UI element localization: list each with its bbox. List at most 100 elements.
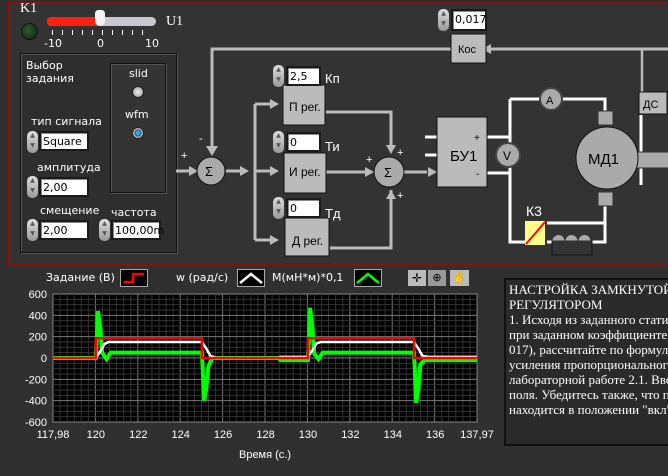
svg-text:A: A [546, 95, 554, 107]
svg-text:-: - [199, 133, 203, 145]
radio-slid[interactable] [132, 86, 144, 98]
svg-text:К3: К3 [526, 203, 542, 219]
legend-speed-label: w (рад/с) [176, 271, 229, 284]
signal-type-stepper[interactable]: ▲▼ [27, 131, 38, 153]
motor-shaft [635, 151, 668, 169]
amplitude-input[interactable]: 2,00 [39, 177, 89, 197]
zoom-tool-button[interactable]: ⊕ [428, 270, 446, 286]
p-regulator-block [282, 84, 326, 126]
u1-slider[interactable] [47, 10, 156, 26]
amplitude-label: амплитуда [37, 161, 101, 174]
svg-text:+: + [366, 154, 372, 166]
kos-stepper[interactable]: ▲▼ [438, 9, 449, 31]
svg-text:+: + [181, 150, 187, 162]
x-tick-label: 128 [256, 429, 274, 441]
svg-text:V: V [503, 149, 511, 163]
k1-led[interactable] [21, 23, 38, 40]
speed-sensor-block [638, 91, 668, 115]
offset-input[interactable]: 2,00 [39, 220, 89, 240]
radio-wfm[interactable] [132, 127, 144, 139]
kos-block [450, 33, 487, 64]
svg-text:Тд: Тд [325, 206, 341, 221]
u1-tick-min: -10 [44, 37, 62, 50]
task-title-1: Выбор [26, 59, 63, 72]
x-tick-label: 132 [341, 429, 359, 441]
x-tick-label: 117,98 [37, 429, 70, 441]
instruction-line: поля. Убедитесь также, что переключатель [509, 387, 668, 402]
x-tick-label: 136 [426, 429, 444, 441]
svg-text:Кос: Кос [458, 44, 477, 56]
td-input[interactable]: 0 [286, 198, 321, 218]
svg-text:П рег.: П рег. [289, 100, 321, 114]
pan-tool-button[interactable]: ✋ [450, 270, 469, 286]
ti-input[interactable]: 0 [286, 132, 321, 152]
i-regulator-block [283, 152, 327, 194]
svg-text:+: + [397, 190, 403, 202]
offset-label: смещение [40, 204, 100, 217]
legend-speed-swatch[interactable] [237, 269, 265, 287]
x-tick-label: 124 [172, 429, 190, 441]
instruction-line: усиления пропорционального регулятора в [509, 357, 668, 372]
svg-text:+: + [397, 147, 403, 159]
frequency-label: частота [111, 206, 157, 219]
sum-junction-1 [196, 156, 226, 186]
instruction-line: находится в положении "вкл". [509, 402, 668, 417]
kos-input[interactable]: 0,017 [451, 9, 487, 31]
ti-stepper[interactable]: ▲▼ [273, 131, 284, 153]
voltmeter [495, 142, 521, 168]
cursor-tool-button[interactable]: ✛ [408, 270, 426, 286]
task-title-2: задания [26, 72, 74, 85]
radio-wfm-label: wfm [125, 108, 149, 121]
u1-tick-zero: 0 [97, 37, 104, 50]
amplitude-stepper[interactable]: ▲▼ [27, 176, 38, 198]
instructions-box: НАСТРОЙКА ЗАМКНУТОЙ СИСТЕМЫ С П-РЕГУЛЯТО… [504, 278, 668, 446]
series-line-0 [53, 337, 477, 360]
td-stepper[interactable]: ▲▼ [273, 197, 284, 219]
frequency-stepper[interactable]: ▲▼ [99, 219, 110, 241]
u1-label: U1 [166, 14, 184, 29]
legend-torque-label: М(мН*м)*0,1 [272, 271, 344, 284]
x-axis-label: Время (с.) [239, 449, 291, 461]
legend-setpoint-label: Задание (В) [46, 271, 115, 284]
legend-torque-swatch[interactable] [354, 269, 382, 287]
instruction-line: РЕГУЛЯТОРОМ [509, 297, 603, 312]
motor-md1 [575, 126, 639, 190]
svg-text:И рег.: И рег. [289, 165, 321, 179]
instruction-line: НАСТРОЙКА ЗАМКНУТОЙ СИСТЕМЫ С П- [509, 282, 668, 297]
signal-type-label: тип сигнала [31, 115, 102, 128]
instruction-line: при заданном коэффициенте обратной связи… [509, 327, 668, 342]
control-diagram: Σ Σ + - + + + П рег. И рег. Д рег. БУ1 +… [176, 33, 668, 257]
ammeter [539, 87, 563, 111]
x-tick-label: 130 [299, 429, 317, 441]
instruction-line: лабораторной работе 2.1. Введите его в п… [509, 372, 668, 387]
x-tick-label: 126 [214, 429, 232, 441]
svg-text:Д рег.: Д рег. [292, 234, 323, 248]
legend-setpoint-swatch[interactable] [120, 269, 148, 287]
kp-input[interactable]: 2,5 [286, 66, 321, 86]
signal-type-select[interactable]: Square [39, 131, 89, 151]
x-tick-label: 120 [87, 429, 105, 441]
offset-stepper[interactable]: ▲▼ [27, 219, 38, 241]
svg-text:Σ: Σ [384, 165, 392, 180]
bu1-block [436, 116, 488, 188]
svg-text:МД1: МД1 [588, 151, 619, 168]
radio-slid-label: slid [129, 67, 148, 80]
u1-slider-fill [47, 17, 100, 26]
svg-text:Кп: Кп [325, 71, 340, 86]
sum-junction-2 [373, 156, 405, 188]
y-tick-label: -400 [25, 396, 47, 408]
x-tick-label: 137,97 [460, 429, 494, 441]
svg-text:+: + [474, 133, 480, 144]
svg-text:БУ1: БУ1 [450, 148, 477, 165]
frequency-input[interactable]: 100,00m [111, 220, 164, 240]
kp-stepper[interactable]: ▲▼ [273, 65, 284, 87]
y-tick-label: 400 [29, 310, 47, 322]
y-tick-label: -600 [25, 417, 47, 429]
svg-text:Ти: Ти [325, 139, 340, 154]
u1-slider-thumb[interactable] [95, 10, 105, 26]
y-tick-label: 200 [29, 332, 47, 344]
field-winding [551, 239, 593, 256]
svg-text:Σ: Σ [205, 164, 213, 179]
feedback-wire [210, 47, 451, 150]
